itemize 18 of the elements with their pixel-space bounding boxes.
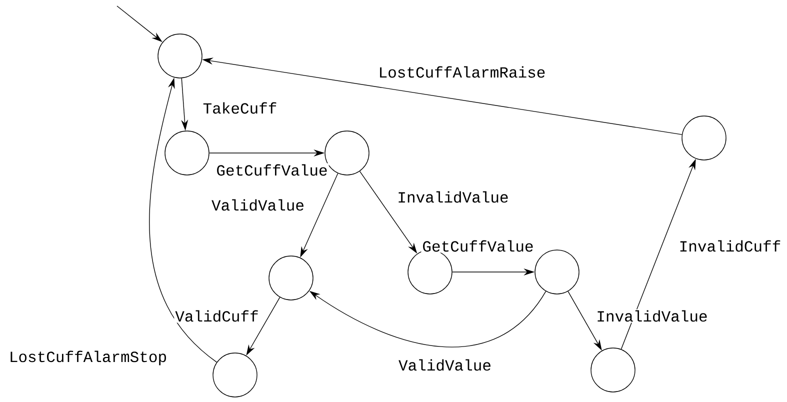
state-circle [682,116,726,160]
edge-label: LostCuffAlarmRaise [377,65,547,79]
edge-label: ValidCuff [174,309,260,323]
state-circle [212,352,258,398]
edge-label: LostCuffAlarmStop [8,350,168,366]
edge-label: InvalidValue [595,309,709,323]
edge-label: ValidValue [398,358,493,372]
edge-label: GetCuffValue [421,239,535,253]
edge-label: TakeCuff [202,101,278,115]
state-circle [534,250,580,294]
edge-label: ValidValue [210,198,306,212]
state-circle [164,130,210,176]
state-circle [158,34,202,78]
edge-label: InvalidCuff [678,239,782,253]
edge-label: InvalidValue [396,190,510,204]
state-circle [590,348,636,392]
edge-label: GetCuffValue [215,163,329,177]
state-circle [268,256,314,300]
